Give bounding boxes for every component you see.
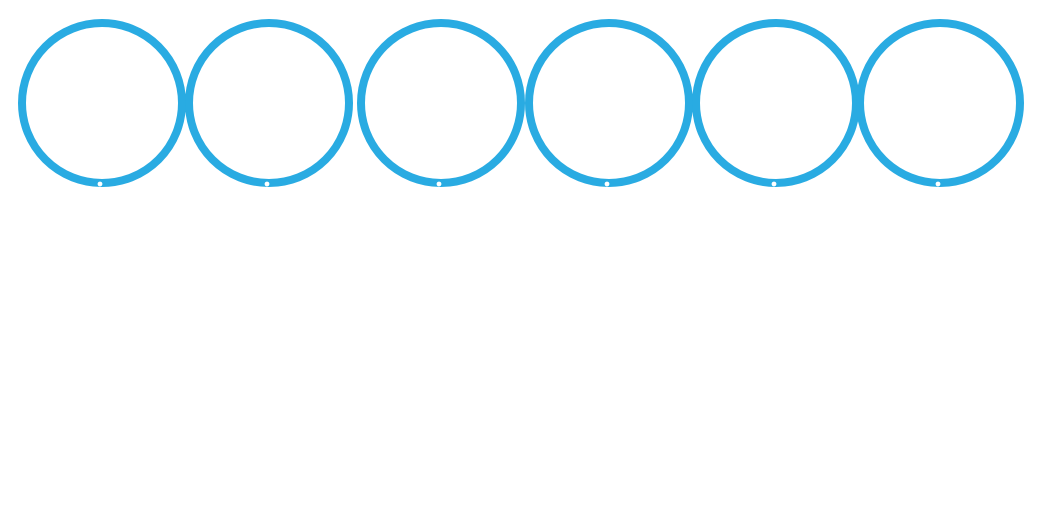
ring-icon (856, 19, 1024, 187)
ring-notch-icon (935, 181, 941, 187)
ring-item-4[interactable] (525, 19, 693, 187)
ring-notch-icon (436, 181, 442, 187)
ring-icon (357, 19, 525, 187)
ring-icon (525, 19, 693, 187)
ring-item-1[interactable] (18, 19, 186, 187)
ring-item-5[interactable] (692, 19, 860, 187)
ring-icon (18, 19, 186, 187)
ring-item-6[interactable] (856, 19, 1024, 187)
ring-icon (692, 19, 860, 187)
ring-notch-icon (771, 181, 777, 187)
ring-row (18, 19, 1024, 187)
ring-item-3[interactable] (357, 19, 525, 187)
ring-icon (185, 19, 353, 187)
ring-item-2[interactable] (185, 19, 353, 187)
ring-notch-icon (97, 181, 103, 187)
ring-notch-icon (264, 181, 270, 187)
ring-notch-icon (604, 181, 610, 187)
